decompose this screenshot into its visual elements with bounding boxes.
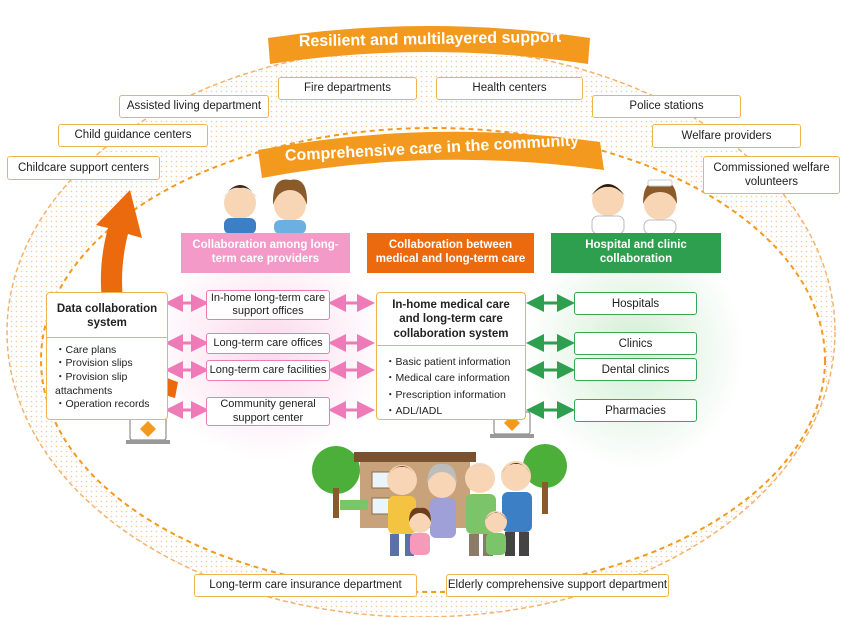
org-health-centers: Health centers [436,77,583,100]
list-item: Basic patient information [385,354,521,370]
banner-middle-shape [258,131,604,178]
list-item: Provision slip attachments [55,371,163,398]
family-house-illustration [312,444,567,556]
list-item: Operation records [55,398,163,412]
data-collaboration-title: Data collaboration system [56,303,158,330]
dept-elderly-support: Elderly comprehensive support department [446,574,669,597]
header-ltc-collaboration: Collaboration among long-term care provi… [181,233,350,273]
facility-dental-clinics: Dental clinics [574,358,697,381]
provider-community-center: Community general support center [206,397,330,426]
provider-in-home-support: In-home long-term care support offices [206,290,330,320]
list-item: Medical care information [385,370,521,386]
org-childcare-support: Childcare support centers [7,156,160,180]
list-item: ADL/IADL [385,403,521,419]
data-collaboration-list: Care plans Provision slips Provision sli… [47,338,167,412]
org-fire-departments: Fire departments [278,77,417,100]
caregivers-illustration [223,179,308,234]
org-welfare-volunteers: Commissioned welfare volunteers [703,156,840,194]
list-item: Care plans [55,344,163,358]
banner-top-label: Resilient and multilayered support [298,28,562,51]
facility-hospitals: Hospitals [574,292,697,315]
facility-clinics: Clinics [574,332,697,355]
dept-ltc-insurance: Long-term care insurance department [194,574,417,597]
laptop-icon-left [126,417,170,444]
list-item: Prescription information [385,387,521,403]
list-item: Provision slips [55,357,163,371]
medical-collaboration-title: In-home medical care and long-term care … [392,299,510,340]
header-medical-ltc-collaboration: Collaboration between medical and long-t… [367,233,534,273]
org-welfare-providers: Welfare providers [652,124,801,148]
provider-ltc-offices: Long-term care offices [206,333,330,354]
header-hospital-collaboration: Hospital and clinic collaboration [551,233,721,273]
org-child-guidance: Child guidance centers [58,124,208,147]
data-collaboration-panel: Data collaboration system Care plans Pro… [46,292,168,420]
medical-staff-illustration [591,179,677,235]
org-police-stations: Police stations [592,95,741,118]
banner-top-shape [268,26,590,64]
medical-collaboration-list: Basic patient information Medical care i… [377,346,525,419]
provider-ltc-facilities: Long-term care facilities [206,360,330,381]
org-assisted-living: Assisted living department [119,95,269,118]
facility-pharmacies: Pharmacies [574,399,697,422]
medical-collaboration-panel: In-home medical care and long-term care … [376,292,526,420]
